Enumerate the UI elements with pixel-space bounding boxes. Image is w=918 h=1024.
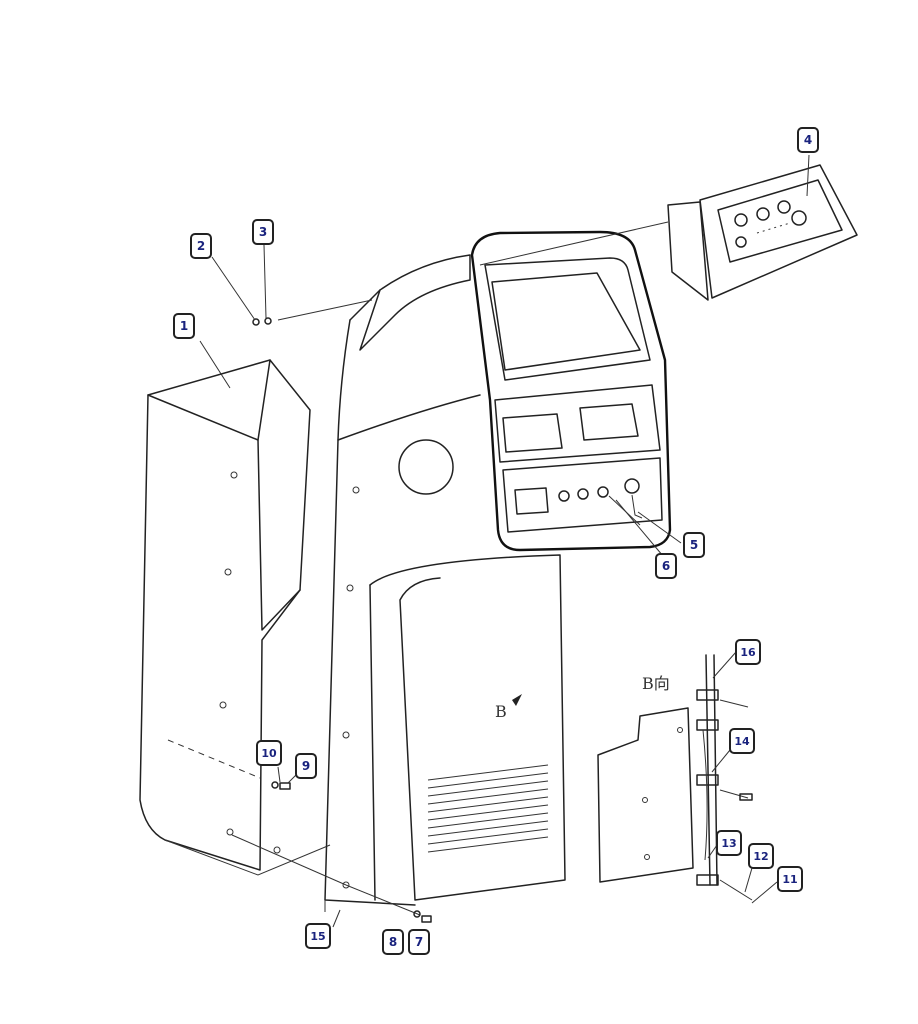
callout-1: 1 xyxy=(173,313,195,339)
callout-9: 9 xyxy=(295,753,317,779)
callout-13: 13 xyxy=(716,830,742,856)
callout-6: 6 xyxy=(655,553,677,579)
b-view-arrow xyxy=(512,694,522,706)
console-body xyxy=(324,254,566,906)
dashboard-frame xyxy=(470,230,672,552)
callout-8: 8 xyxy=(382,929,404,955)
view-b-label: B向 xyxy=(642,674,670,693)
callout-12: 12 xyxy=(748,843,774,869)
callout-16: 16 xyxy=(735,639,761,665)
callout-15: 15 xyxy=(305,923,331,949)
b-view-detail xyxy=(597,654,753,901)
callout-10: 10 xyxy=(256,740,282,766)
left-side-panel xyxy=(139,359,331,876)
leader-lines xyxy=(199,154,810,928)
b-arrow-label: B xyxy=(495,702,507,721)
callout-14: 14 xyxy=(729,728,755,754)
callout-11: 11 xyxy=(777,866,803,892)
callout-2: 2 xyxy=(190,233,212,259)
side-bolts xyxy=(271,781,291,790)
callout-5: 5 xyxy=(683,532,705,558)
bottom-bolts xyxy=(231,834,432,923)
callout-4: 4 xyxy=(797,127,819,153)
top-screws xyxy=(252,299,373,326)
vent-louvers xyxy=(427,764,549,853)
instrument-module xyxy=(479,164,858,301)
callout-7: 7 xyxy=(408,929,430,955)
callout-3: 3 xyxy=(252,219,274,245)
